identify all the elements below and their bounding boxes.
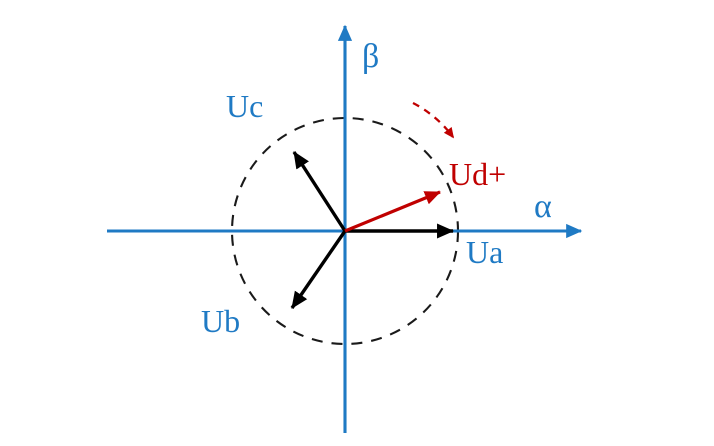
beta-axis-label: β xyxy=(362,38,380,75)
rotation-direction-arc xyxy=(412,101,455,139)
ud-plus-vector xyxy=(344,190,441,233)
ua-vector-label: Ua xyxy=(466,234,504,270)
ud-plus-vector-label: Ud+ xyxy=(449,156,507,192)
uc-vector-label: Uc xyxy=(226,88,264,124)
ub-vector xyxy=(290,230,347,309)
ub-vector-label: Ub xyxy=(201,303,241,339)
uc-vector xyxy=(292,151,347,232)
alpha-axis-label: α xyxy=(534,188,552,225)
